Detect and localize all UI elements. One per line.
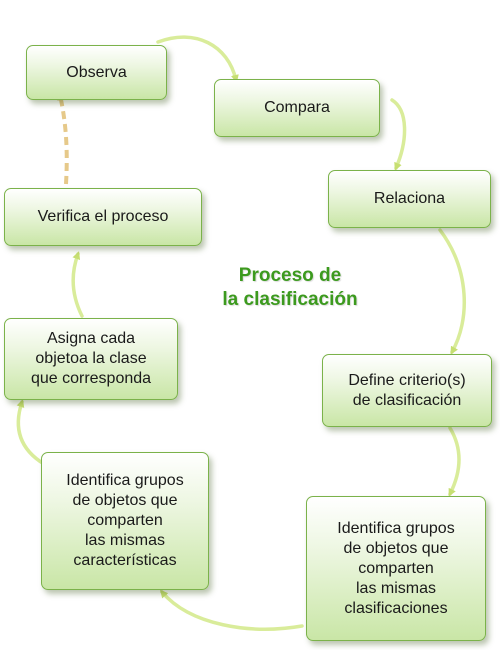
step-define-line-2: de clasificación <box>352 391 462 409</box>
step-observa-line: Observa <box>66 63 127 81</box>
step-identifica-clasificaciones-line-2: de objetos que <box>343 539 449 557</box>
step-relaciona: Relaciona <box>328 170 491 228</box>
step-asigna: Asigna cada objetoa la clase que corresp… <box>4 318 178 400</box>
step-identifica-clasificaciones-line-3: comparten <box>358 559 434 577</box>
step-verifica: Verifica el proceso <box>4 188 202 246</box>
arrow-define-identifica-clasificaciones <box>448 426 461 497</box>
step-asigna-line-1: Asigna cada <box>46 330 136 347</box>
step-identifica-clasificaciones: Identifica grupos de objetos que compart… <box>306 496 486 641</box>
arrow-asigna-verifica <box>71 251 84 318</box>
arrow-relaciona-define <box>438 228 467 355</box>
step-compara-line: Compara <box>264 99 330 116</box>
step-verifica-line: Verifica el proceso <box>37 208 169 225</box>
step-identifica-caracteristicas-line-2: de objetos que <box>72 492 178 509</box>
diagram-title-line-1: Proceso de <box>238 265 342 286</box>
step-observa: Observa <box>26 45 167 100</box>
arrow-identifica-caracteristicas-asigna <box>16 399 46 466</box>
step-define-line-1: Define criterio(s) <box>348 371 466 389</box>
step-compara: Compara <box>214 79 380 137</box>
step-identifica-caracteristicas-line-4: las mismas <box>84 532 165 549</box>
step-identifica-clasificaciones-line-1: Identifica grupos <box>337 519 455 537</box>
arrow-verifica-observa-dashed <box>57 92 69 185</box>
step-identifica-caracteristicas-line-3: comparten <box>87 512 163 529</box>
diagram-title: Proceso de la clasificación <box>190 264 390 312</box>
diagram-title-line-2: la clasificación <box>222 289 358 310</box>
arrow-identifica-clasificaciones-identifica-caracteristicas <box>160 589 304 631</box>
arrow-observa-compara <box>156 35 239 83</box>
step-define-criterios: Define criterio(s) de clasificación <box>322 354 492 427</box>
step-identifica-clasificaciones-line-5: clasificaciones <box>344 599 448 617</box>
step-identifica-caracteristicas-line-5: características <box>73 552 177 569</box>
step-relaciona-line: Relaciona <box>373 190 446 207</box>
step-asigna-line-3: que corresponda <box>30 370 152 387</box>
arrow-compara-relaciona <box>390 98 407 171</box>
step-identifica-clasificaciones-line-4: las mismas <box>355 579 436 597</box>
step-identifica-caracteristicas: Identifica grupos de objetos que compart… <box>41 452 209 590</box>
step-identifica-caracteristicas-line-1: Identifica grupos <box>66 472 184 489</box>
step-asigna-line-2: objetoa la clase <box>35 350 147 367</box>
